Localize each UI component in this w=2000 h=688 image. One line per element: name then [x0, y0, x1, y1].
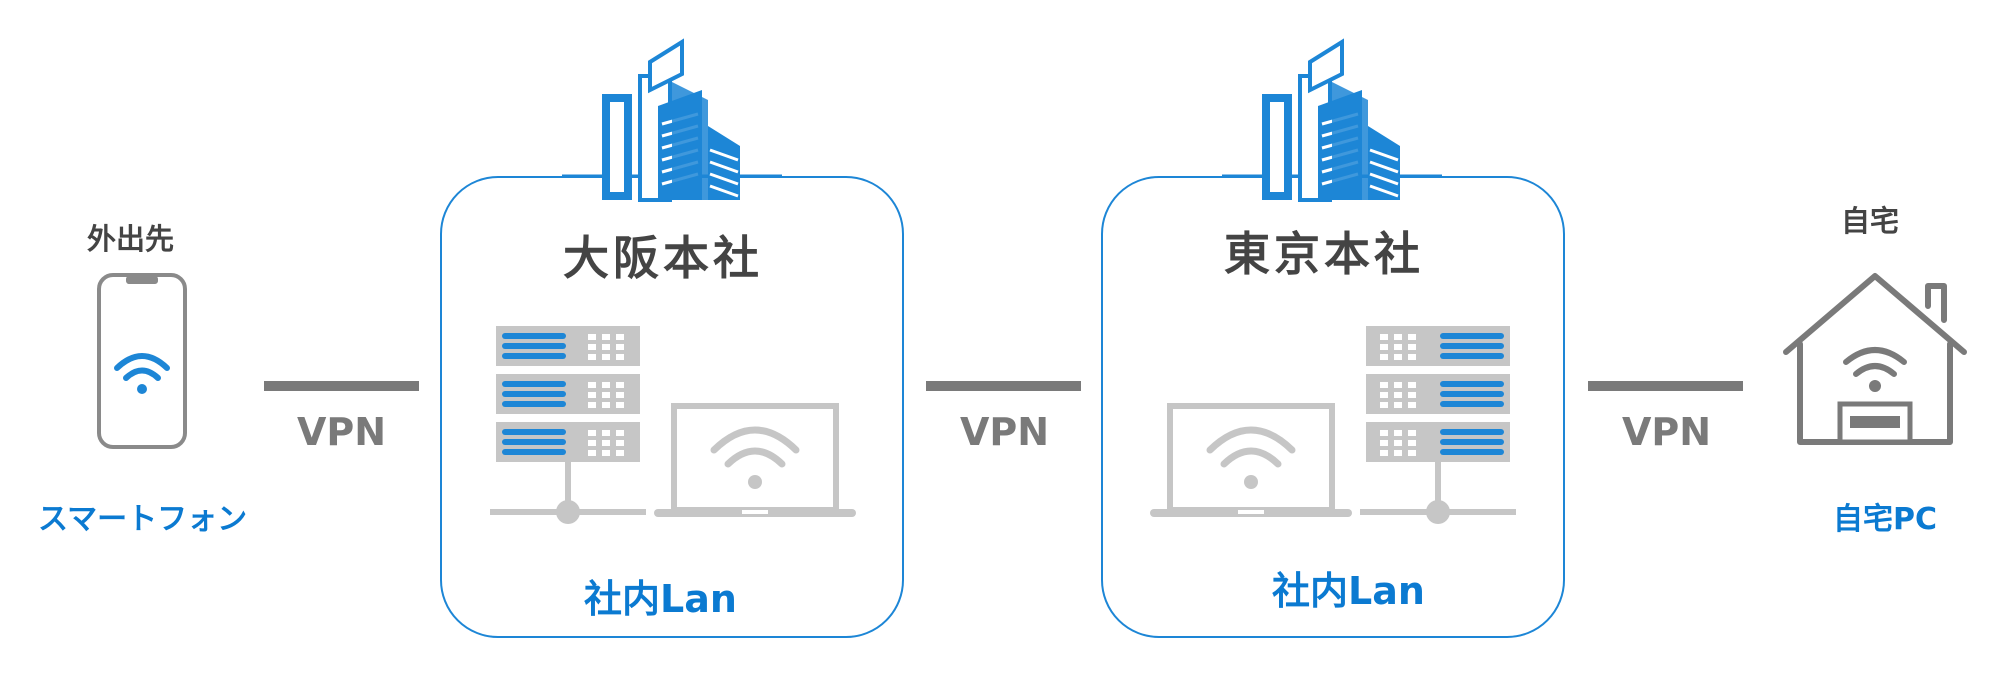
remote-location-label: 外出先	[87, 222, 175, 256]
house-icon	[1783, 273, 1967, 445]
home-location-label: 自宅	[1841, 204, 1900, 238]
vpn-connector-1	[264, 381, 419, 391]
laptop-icon	[1150, 403, 1352, 517]
lan-bus	[1360, 462, 1516, 524]
vpn-label-2: VPN	[960, 410, 1050, 454]
building-icon	[562, 38, 782, 202]
server-rack-icon	[496, 326, 640, 462]
vpn-label-3: VPN	[1622, 410, 1712, 454]
remote-device-label: スマートフォン	[38, 502, 248, 537]
vpn-connector-3	[1588, 381, 1743, 391]
smartphone-icon	[97, 273, 187, 449]
vpn-label-1: VPN	[297, 410, 387, 454]
server-rack-icon	[1366, 326, 1510, 462]
office-title-tokyo: 東京本社	[1224, 227, 1424, 281]
office-title-osaka: 大阪本社	[563, 231, 763, 285]
home-device-label: 自宅PC	[1833, 502, 1938, 537]
office-lan-label-tokyo: 社内Lan	[1272, 569, 1425, 613]
laptop-icon	[654, 403, 856, 517]
lan-bus	[490, 462, 646, 524]
vpn-connector-2	[926, 381, 1081, 391]
building-icon	[1222, 38, 1442, 202]
office-lan-label-osaka: 社内Lan	[584, 577, 737, 621]
